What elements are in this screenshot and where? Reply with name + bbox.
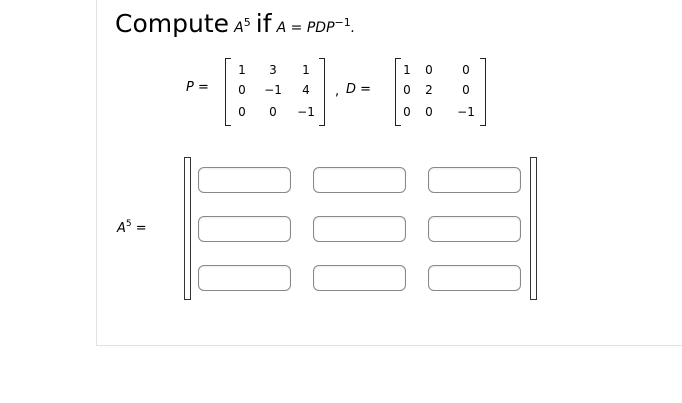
answer-label: A5 = bbox=[117, 219, 147, 236]
answer-right-bracket bbox=[530, 157, 537, 300]
matrix-p-right-bracket bbox=[319, 58, 325, 126]
question-card bbox=[96, 0, 682, 346]
answer-cell-r1c3[interactable] bbox=[428, 167, 521, 193]
answer-cell-r1c2[interactable] bbox=[313, 167, 406, 193]
matrix-p-cell: 4 bbox=[302, 83, 310, 97]
matrix-p-cell: 1 bbox=[238, 63, 246, 77]
matrix-d-cell: 0 bbox=[403, 83, 411, 97]
title-word-compute: Compute bbox=[115, 9, 230, 38]
matrix-p-cell: 0 bbox=[238, 105, 246, 119]
title-equation: A = PDP−1. bbox=[276, 16, 356, 36]
matrix-d-cell: 2 bbox=[425, 83, 433, 97]
matrix-separator: , bbox=[335, 84, 340, 99]
matrix-p-cell: −1 bbox=[264, 83, 282, 97]
matrix-d-cell: 0 bbox=[425, 105, 433, 119]
answer-cell-r2c3[interactable] bbox=[428, 216, 521, 242]
matrix-d-cell: 0 bbox=[425, 63, 433, 77]
matrix-d-cell: −1 bbox=[457, 105, 475, 119]
matrix-d-cell: 0 bbox=[403, 105, 411, 119]
question-title: Compute A5 if A = PDP−1. bbox=[115, 9, 355, 44]
matrix-d-right-bracket bbox=[480, 58, 486, 126]
matrix-d-cell: 0 bbox=[462, 83, 470, 97]
answer-left-bracket bbox=[184, 157, 191, 300]
title-word-if: if bbox=[255, 9, 272, 38]
matrix-p-cell: 0 bbox=[269, 105, 277, 119]
answer-cell-r3c1[interactable] bbox=[198, 265, 291, 291]
matrix-d-cell: 1 bbox=[403, 63, 411, 77]
matrix-d-cell: 0 bbox=[462, 63, 470, 77]
matrix-p-cell: 1 bbox=[302, 63, 310, 77]
matrix-p-label: P = bbox=[186, 80, 209, 95]
answer-cell-r1c1[interactable] bbox=[198, 167, 291, 193]
matrix-p-cell: 0 bbox=[238, 83, 246, 97]
answer-cell-r2c1[interactable] bbox=[198, 216, 291, 242]
matrix-d-label: D = bbox=[346, 82, 372, 97]
matrix-p-cell: −1 bbox=[297, 105, 315, 119]
matrix-p-cell: 3 bbox=[269, 63, 277, 77]
answer-cell-r3c3[interactable] bbox=[428, 265, 521, 291]
title-var-a: A5 bbox=[234, 16, 251, 36]
answer-cell-r2c2[interactable] bbox=[313, 216, 406, 242]
matrix-p-left-bracket bbox=[225, 58, 231, 126]
answer-cell-r3c2[interactable] bbox=[313, 265, 406, 291]
matrix-d-left-bracket bbox=[395, 58, 401, 126]
